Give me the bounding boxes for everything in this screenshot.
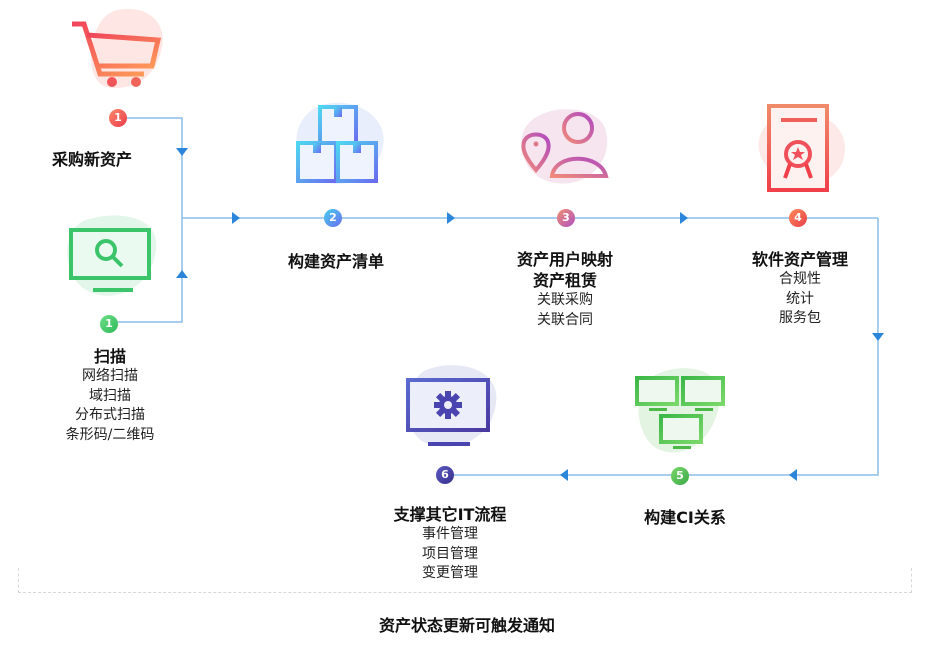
step-title-user-mapping: 资产用户映射 [516, 250, 613, 269]
shopping-cart-icon [62, 2, 172, 102]
user-location-icon [510, 98, 620, 198]
connector-purchase [116, 117, 183, 323]
step-badge: 4 [789, 209, 807, 227]
network-monitors-icon [625, 360, 735, 460]
dashed-frame [18, 568, 912, 593]
step-block-scan: 扫描 网络扫描 域扫描 分布式扫描 条形码/二维码 [50, 346, 170, 445]
step-sub: 统计 [786, 290, 814, 307]
step-sub: 条形码/二维码 [65, 426, 155, 443]
step-sub: 关联合同 [537, 311, 593, 328]
step-sub: 服务包 [779, 310, 821, 326]
step-sub: 项目管理 [422, 545, 478, 562]
arrow-left-icon [560, 469, 568, 481]
step-title-it-process: 支撑其它IT流程 [393, 505, 507, 524]
step-badge: 6 [436, 466, 454, 484]
step-sub: 合规性 [779, 271, 821, 287]
step-title-purchase: 采购新资产 [52, 150, 133, 169]
step-badge: 1 [109, 109, 127, 127]
step-sub: 变更管理 [422, 565, 478, 581]
step-block-user-mapping: 资产用户映射 资产租赁 关联采购 关联合同 [495, 249, 635, 330]
monitor-gear-icon [396, 358, 506, 458]
step-badge: 2 [324, 209, 342, 227]
arrow-down-icon [872, 333, 884, 341]
step-title-inventory: 构建资产清单 [287, 252, 384, 271]
arrow-left-icon [789, 469, 797, 481]
step-sub: 域扫描 [89, 387, 131, 404]
step-title-software: 软件资产管理 [751, 250, 848, 269]
monitor-search-icon [56, 210, 166, 310]
arrow-right-icon [680, 212, 688, 224]
step-block-software: 软件资产管理 合规性 统计 服务包 [730, 249, 870, 329]
step-title-ci: 构建CI关系 [644, 508, 726, 527]
step-badge: 1 [100, 315, 118, 333]
step-sub: 事件管理 [422, 526, 478, 542]
step-badge: 5 [671, 467, 689, 485]
step-sub: 关联采购 [537, 292, 593, 308]
arrow-right-icon [447, 212, 455, 224]
arrow-right-icon [232, 212, 240, 224]
step-block-it-process: 支撑其它IT流程 事件管理 项目管理 变更管理 [380, 504, 520, 584]
step-badge: 3 [557, 209, 575, 227]
step-title-scan: 扫描 [93, 347, 126, 366]
arrow-down-icon [176, 148, 188, 156]
connector-to-ci [453, 218, 879, 476]
arrow-up-icon [176, 270, 188, 278]
step-sub: 分布式扫描 [75, 407, 145, 423]
certificate-icon [745, 98, 855, 198]
stacked-boxes-icon [282, 95, 392, 195]
footer-note: 资产状态更新可触发通知 [378, 616, 555, 635]
step-sub: 网络扫描 [82, 368, 138, 384]
step-title-lease: 资产租赁 [532, 271, 597, 290]
